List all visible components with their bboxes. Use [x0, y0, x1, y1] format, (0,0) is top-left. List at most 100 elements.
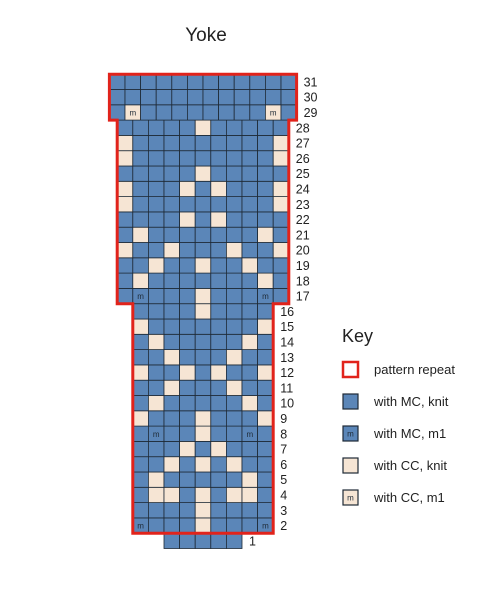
mc-knit-cell	[225, 196, 243, 213]
mc-knit-cell	[163, 226, 181, 243]
cc-knit-cell	[132, 272, 149, 289]
mc-knit-cell	[225, 226, 243, 243]
mc-knit-cell	[132, 440, 149, 458]
cc-knit-cell	[116, 242, 134, 259]
mc-knit-cell	[163, 425, 181, 442]
row-numbers: 1234567891011121314151617181920212223242…	[249, 75, 318, 548]
mc-knit-cell	[132, 425, 149, 442]
mc-knit-cell	[132, 165, 149, 182]
mc-knit-cell	[163, 440, 181, 458]
mc-knit-cell	[132, 303, 149, 320]
mc-knit-cell	[241, 410, 259, 427]
mc-knit-cell	[163, 196, 181, 213]
mc-knit-cell	[179, 486, 196, 503]
cc-knit-cell	[194, 165, 212, 182]
mc-knit-cell	[194, 180, 212, 198]
m1-mark: m	[262, 292, 269, 301]
mc-knit-cell	[257, 180, 274, 198]
cc-knit-cell	[225, 486, 243, 503]
chart-row	[116, 180, 290, 198]
mc-knit-cell	[257, 471, 274, 488]
cc-knit-cell	[116, 196, 134, 213]
cc-knit-cell	[132, 318, 149, 335]
cc-knit-cell	[179, 440, 196, 458]
mc-knit-cell	[257, 440, 274, 458]
mc-knit-cell	[194, 134, 212, 152]
pattern-repeat-outline	[107, 72, 299, 535]
cc-knit-cell	[116, 134, 134, 152]
row-number: 8	[280, 427, 287, 441]
mc-knit-cell	[132, 211, 149, 228]
mc-knit-cell	[241, 456, 259, 473]
mc-knit-cell	[257, 257, 274, 274]
mc-knit-cell	[147, 440, 165, 458]
mc-knit-cell	[194, 272, 212, 289]
mc-knit-cell	[225, 502, 243, 519]
row-number: 9	[280, 412, 287, 426]
mc-knit-cell	[132, 379, 149, 396]
mc-knit-cell	[147, 134, 165, 152]
cc-knit-cell	[225, 456, 243, 473]
chart-row	[132, 440, 274, 458]
cc-knit-cell	[272, 134, 290, 152]
chart-row	[132, 471, 274, 488]
cc-knit-cell	[257, 410, 274, 427]
row-number: 6	[280, 458, 287, 472]
cc-knit-cell	[272, 180, 290, 198]
cc-knit-cell	[163, 349, 181, 366]
row-number: 1	[249, 534, 256, 548]
key-label: with MC, knit	[373, 394, 449, 409]
row-number: 11	[280, 381, 293, 395]
mc-knit-cell	[194, 318, 212, 335]
row-number: 2	[280, 519, 287, 533]
row-number: 20	[296, 244, 310, 258]
mc-knit-cell	[272, 272, 290, 289]
mc-knit-cell	[194, 379, 212, 396]
cc-knit-cell	[194, 257, 212, 274]
mc-knit-cell	[241, 134, 259, 152]
row-number: 14	[280, 335, 294, 349]
chart-row	[109, 89, 298, 106]
chart-row	[116, 119, 290, 136]
mc-knit-cell	[147, 196, 165, 213]
mc-knit-cell	[116, 165, 134, 182]
mc-knit-cell	[210, 242, 227, 259]
mc-knit-cell	[194, 150, 212, 167]
mc-knit-cell	[225, 211, 243, 228]
mc-knit-cell	[179, 226, 196, 243]
mc-knit-cell	[132, 471, 149, 488]
mc-knit-cell	[147, 364, 165, 381]
mc-knit-cell	[194, 196, 212, 213]
mc-knit-cell	[186, 89, 204, 106]
chart-row	[132, 502, 274, 519]
mc-knit-cell	[233, 73, 251, 90]
cc-knit-cell	[163, 486, 181, 503]
m1-mark: m	[129, 108, 136, 117]
mc-knit-cell	[241, 318, 259, 335]
mc-knit-cell	[124, 73, 142, 90]
cc-knit-cell	[163, 379, 181, 396]
mc-knit-cell	[257, 456, 274, 473]
mc-knit-cell	[163, 395, 181, 412]
mc-knit-cell	[241, 165, 259, 182]
mc-knit-cell	[179, 517, 196, 534]
chart-row	[132, 349, 274, 366]
mc-knit-cell	[179, 395, 196, 412]
mc-knit-cell	[210, 119, 227, 136]
cc-knit-cell	[272, 196, 290, 213]
chart-title: Yoke	[185, 25, 227, 46]
row-number: 31	[304, 75, 318, 89]
row-number: 24	[296, 182, 310, 196]
mc-knit-cell	[233, 104, 251, 121]
mc-knit-cell	[163, 150, 181, 167]
mc-knit-cell	[163, 257, 181, 274]
mc-knit-cell	[272, 119, 290, 136]
chart-row	[116, 150, 290, 167]
mc-knit-cell	[257, 502, 274, 519]
mc-knit-cell	[257, 165, 274, 182]
mc-knit-cell	[109, 73, 126, 90]
